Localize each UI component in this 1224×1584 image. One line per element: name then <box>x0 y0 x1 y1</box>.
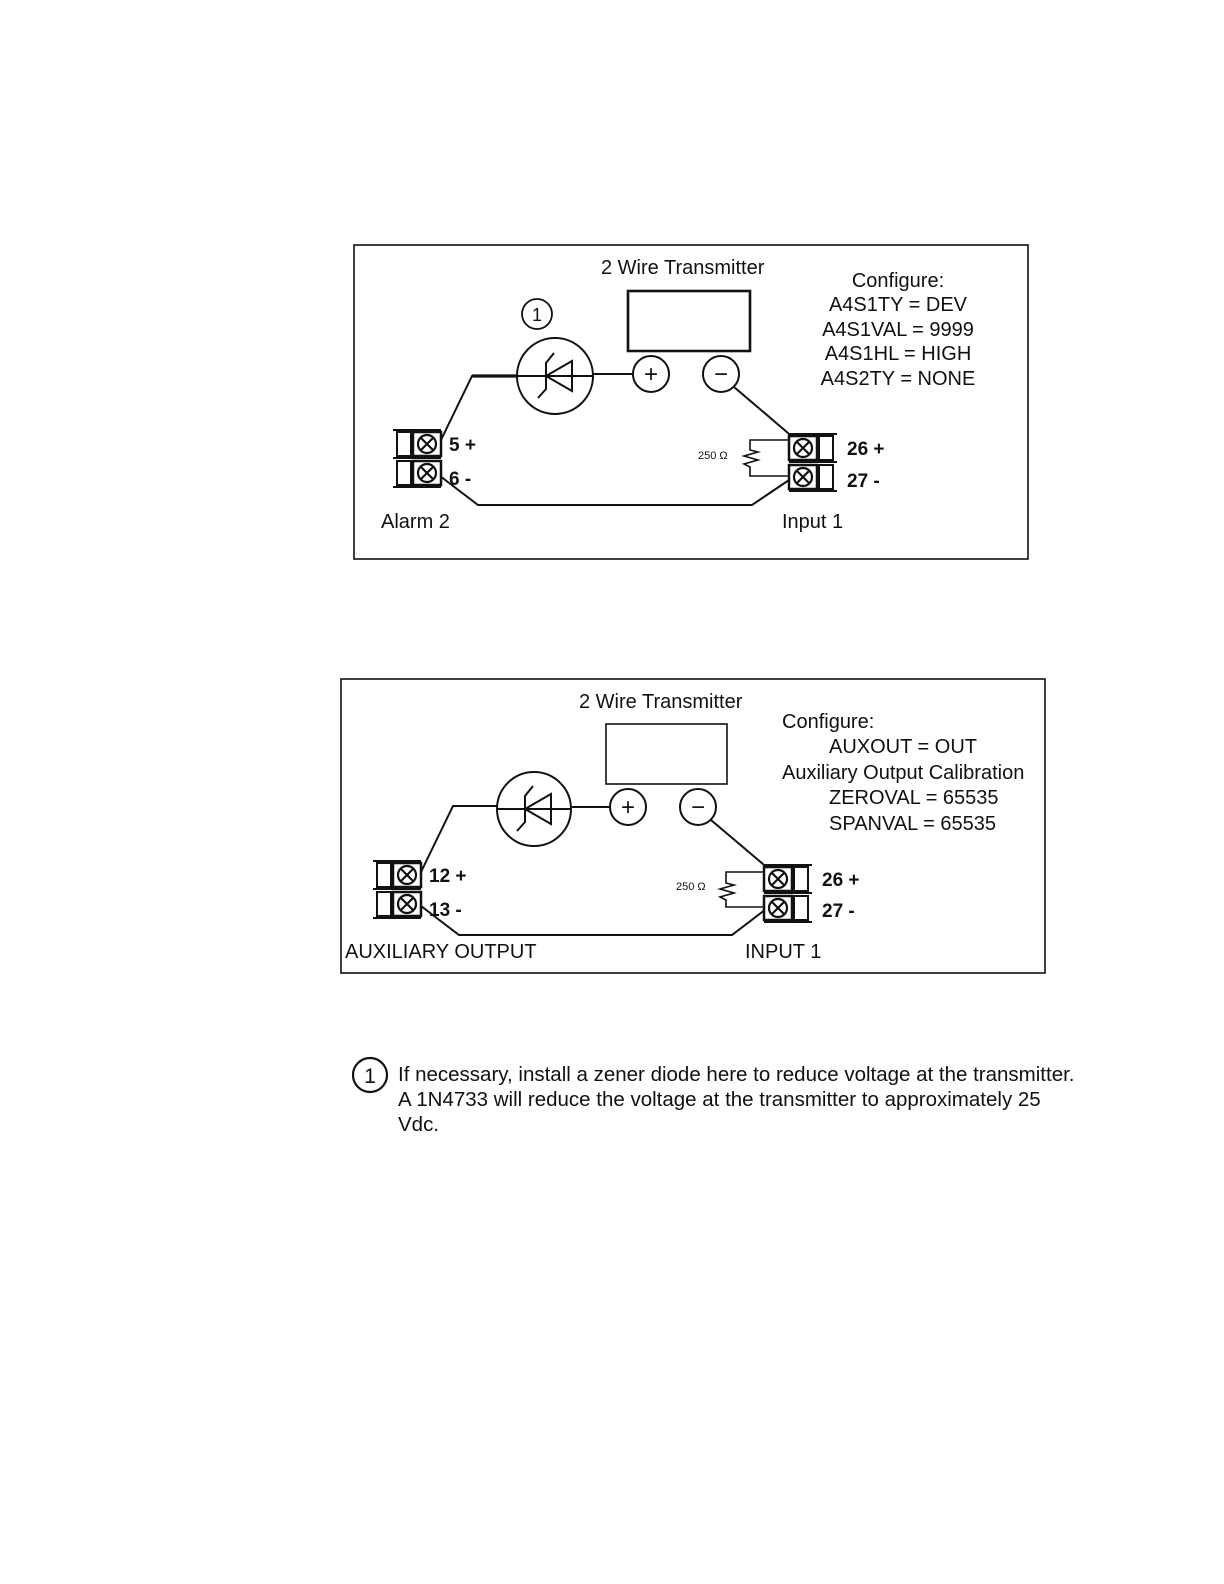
terminal-block-right <box>787 431 837 493</box>
transmitter-minus-terminal <box>679 788 717 826</box>
alarm2-label: Alarm 2 <box>381 511 450 533</box>
transmitter-title: 2 Wire Transmitter <box>601 257 765 279</box>
wire-minus-to-input <box>710 819 771 871</box>
plus-symbol: + <box>621 794 635 821</box>
resistor-label: 250 Ω <box>676 881 706 893</box>
terminal-27-label: 27 - <box>847 471 880 492</box>
terminal-13-label: 13 - <box>429 900 462 921</box>
aux-output-label: AUXILIARY OUTPUT <box>345 941 537 963</box>
footnote-number-badge: 1 <box>352 1056 389 1094</box>
wire-minus-to-input <box>733 386 796 440</box>
input1-label: Input 1 <box>782 511 843 533</box>
config-line: A4S1HL = HIGH <box>825 343 972 365</box>
config-line: A4S2TY = NONE <box>821 368 976 390</box>
wire-positive-loop <box>439 375 518 443</box>
terminal-block-right <box>762 862 812 924</box>
config-heading: Configure: <box>782 711 874 733</box>
terminal-26-label: 26 + <box>822 870 860 891</box>
terminal-27-label: 27 - <box>822 901 855 922</box>
terminal-block-left <box>393 427 443 489</box>
plus-symbol: + <box>644 361 658 388</box>
svg-text:1: 1 <box>364 1065 376 1088</box>
config-line: SPANVAL = 65535 <box>829 813 996 835</box>
minus-symbol: − <box>691 794 705 821</box>
config-line: A4S1TY = DEV <box>829 294 968 316</box>
terminal-6-label: 6 - <box>449 469 471 490</box>
callout-circle <box>521 298 553 330</box>
config-line: A4S1VAL = 9999 <box>822 319 974 341</box>
config-line: AUXOUT = OUT <box>829 736 977 758</box>
wiring-diagram-aux-output: 2 Wire Transmitter + − 250 Ω 12 + 13 - <box>340 678 1046 974</box>
resistor-label: 250 Ω <box>698 450 728 462</box>
zener-diode-icon <box>496 771 572 847</box>
transmitter-plus-terminal <box>632 355 670 393</box>
terminal-5-label: 5 + <box>449 435 476 456</box>
terminal-block-left <box>373 858 423 920</box>
transmitter-box <box>605 723 728 785</box>
transmitter-box <box>626 289 752 353</box>
callout-number: 1 <box>532 305 542 325</box>
diagram-frame <box>340 678 1046 974</box>
transmitter-minus-terminal <box>702 355 740 393</box>
config-line: ZEROVAL = 65535 <box>829 787 999 809</box>
config-subheading: Auxiliary Output Calibration <box>782 762 1024 784</box>
wire-return <box>439 475 796 506</box>
footnote-text: If necessary, install a zener diode here… <box>398 1063 1075 1136</box>
terminal-26-label: 26 + <box>847 439 885 460</box>
zener-diode-icon <box>516 337 594 415</box>
input1-label: INPUT 1 <box>745 941 821 963</box>
resistor-icon <box>717 871 770 908</box>
wiring-diagram-alarm2: 2 Wire Transmitter 1 + − 250 Ω 5 + <box>353 244 1029 560</box>
minus-symbol: − <box>714 361 728 388</box>
transmitter-plus-terminal <box>609 788 647 826</box>
config-heading: Configure: <box>852 270 944 292</box>
wire-positive-loop <box>420 805 497 873</box>
wire-return <box>420 905 771 936</box>
terminal-12-label: 12 + <box>429 866 467 887</box>
transmitter-title: 2 Wire Transmitter <box>579 691 743 713</box>
diagram-frame <box>353 244 1029 560</box>
resistor-icon <box>741 439 795 477</box>
